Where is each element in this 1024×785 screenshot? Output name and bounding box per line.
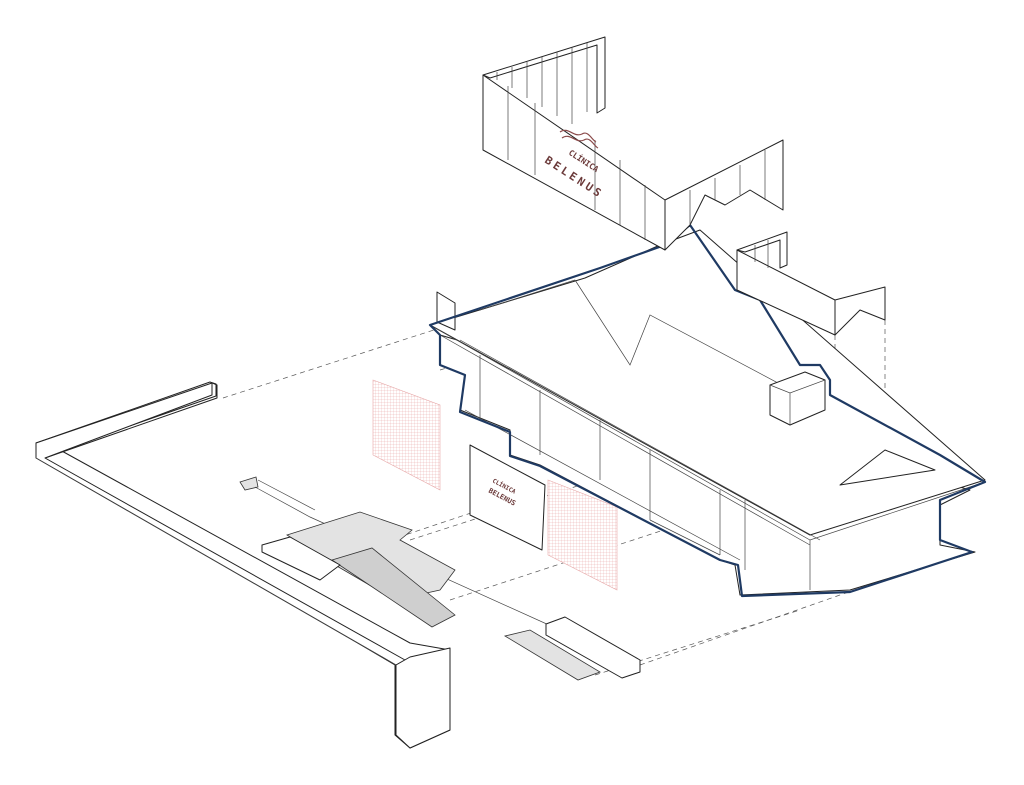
mesh-panel-left [372,379,441,491]
boundary-wall [35,381,451,749]
facade-screen-secondary [736,231,886,336]
ground-paving [239,476,641,681]
house [429,229,986,596]
sign-panel: CLÍNICA BELENUS [469,444,546,551]
clinic-logo-icon [559,129,599,149]
facade-screen-main: CLÍNICA BELENUS [482,36,784,251]
mesh-panel-right [547,479,618,591]
